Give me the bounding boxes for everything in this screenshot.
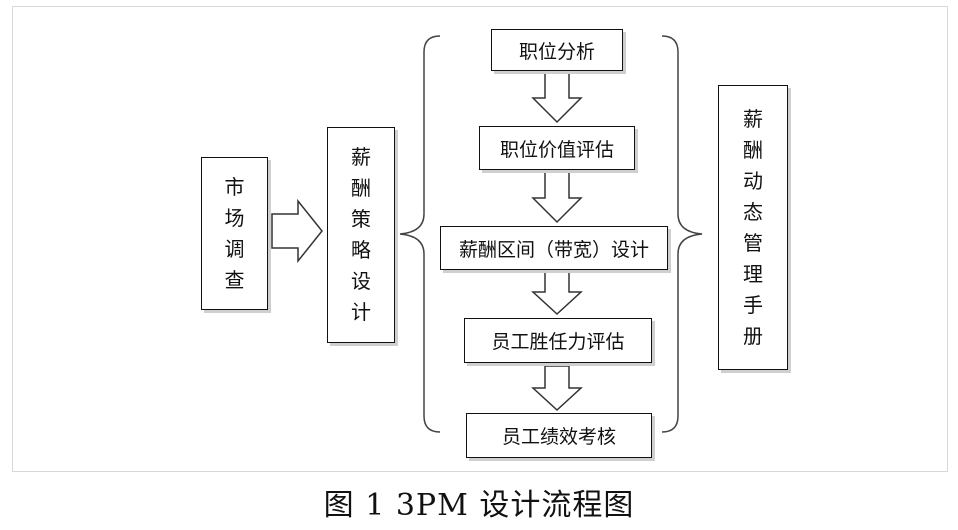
box-char: 设 [351,269,371,293]
left-brace [399,35,441,433]
box-char: 场 [224,205,245,230]
market-survey-box: 市 场 调 查 [201,157,268,310]
box-char: 理 [743,261,763,286]
step-job-evaluation: 职位价值评估 [479,126,635,170]
box-char: 管 [743,230,763,255]
box-char: 薪 [351,145,371,169]
step-competency-evaluation: 员工胜任力评估 [464,318,652,363]
down-arrow-icon [531,365,583,412]
salary-handbook-box: 薪 酬 动 态 管 理 手 册 [718,85,788,370]
diagram-frame [12,6,948,472]
box-char: 动 [743,168,763,193]
box-char: 册 [743,323,763,348]
box-char: 酬 [743,137,763,162]
box-char: 酬 [351,176,371,200]
box-char: 市 [224,174,245,199]
box-char: 计 [351,300,371,324]
down-arrow-icon [531,72,583,124]
box-char: 手 [743,292,763,317]
step-salary-range-design: 薪酬区间（带宽）设计 [440,226,668,270]
box-char: 调 [224,236,245,261]
right-brace [661,35,703,433]
down-arrow-icon [531,271,583,316]
figure-caption: 图 1 3PM 设计流程图 [323,488,635,523]
box-char: 态 [743,199,763,224]
step-job-analysis: 职位分析 [491,29,623,71]
box-char: 查 [224,267,245,292]
box-char: 略 [351,238,371,262]
box-char: 薪 [743,106,763,131]
step-performance-appraisal: 员工绩效考核 [466,413,652,458]
down-arrow-icon [531,171,583,224]
salary-strategy-box: 薪 酬 策 略 设 计 [327,127,395,343]
right-arrow-icon [271,198,323,264]
box-char: 策 [351,207,371,231]
